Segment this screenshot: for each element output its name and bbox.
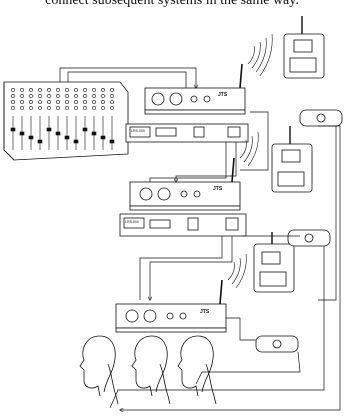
mixer-knob xyxy=(65,88,69,92)
brand-label-2: JTS xyxy=(213,186,223,192)
beltpack-2 xyxy=(287,229,331,247)
mixer-channel-strip xyxy=(19,88,25,150)
mixer-fader-cap xyxy=(100,135,106,140)
mixer-knob xyxy=(56,88,60,92)
mixer-knob xyxy=(92,94,96,98)
brand-label-1: JTS xyxy=(218,92,228,98)
mixer-knob xyxy=(110,106,114,110)
mixer-knob xyxy=(20,94,24,98)
mixer-channel-strip xyxy=(10,88,16,150)
mixer-fader-cap xyxy=(37,139,43,144)
mixer-knob xyxy=(110,94,114,98)
mixer-knob xyxy=(47,100,51,104)
bodypack-receiver-1 xyxy=(283,16,325,79)
mixer-knob xyxy=(101,94,105,98)
mixer-knob xyxy=(65,100,69,104)
mixer-knob xyxy=(20,100,24,104)
mixer-fader-cap xyxy=(46,127,52,132)
brand-label-3: JTS xyxy=(200,309,210,315)
mixer-knob xyxy=(92,106,96,110)
mixer-knob xyxy=(29,88,33,92)
mixer-knob xyxy=(38,88,42,92)
mixer-knob xyxy=(29,106,33,110)
mixer-fader-cap xyxy=(82,127,88,132)
mixer-channel-strip xyxy=(64,88,70,150)
mixer-knob xyxy=(47,94,51,98)
mixer-fader-cap xyxy=(64,135,70,140)
mixer-knob xyxy=(92,88,96,92)
mixer-knob xyxy=(11,88,15,92)
cables xyxy=(59,67,341,410)
mixer-knob xyxy=(29,94,33,98)
mixer-knob xyxy=(47,106,51,110)
mixer-channel-strip xyxy=(109,88,115,150)
mixer-channel-strip xyxy=(28,88,34,150)
mixer-knob xyxy=(101,100,105,104)
receiver-model-label-1: LRS-000 xyxy=(131,129,145,133)
mixer-fader-cap xyxy=(73,139,79,144)
mixer-knob xyxy=(74,106,78,110)
mixer-fader-cap xyxy=(10,127,16,132)
mixer-knob xyxy=(47,88,51,92)
listener-heads xyxy=(79,335,217,405)
transmitter-unit-3: JTS xyxy=(115,279,227,333)
receiver-unit-1: LRS-000 xyxy=(125,123,249,143)
mixer-knob xyxy=(74,100,78,104)
transmitter-unit-2: JTS xyxy=(129,157,241,211)
mixer-knob xyxy=(11,106,15,110)
mixer-knob xyxy=(83,94,87,98)
caption-text: connect subsequent systems in the same w… xyxy=(45,0,299,8)
transmitter-unit-1: JTS xyxy=(144,63,246,115)
mixer-knob xyxy=(29,100,33,104)
mixer-fader-cap xyxy=(109,139,115,144)
mixer-knob xyxy=(11,94,15,98)
mixer-channel-strip xyxy=(46,88,52,150)
radio-waves xyxy=(227,33,273,289)
mixer-knob xyxy=(38,100,42,104)
mixer-knob xyxy=(56,106,60,110)
mixer-knob xyxy=(92,100,96,104)
mixer-console xyxy=(3,81,129,161)
beltpack-3 xyxy=(255,335,299,353)
mixer-channel-strip xyxy=(100,88,106,150)
mixer-knob xyxy=(74,94,78,98)
mixer-knob xyxy=(101,88,105,92)
mixer-channel-strip xyxy=(55,88,61,150)
mixer-knob xyxy=(74,88,78,92)
mixer-fader-cap xyxy=(55,131,61,136)
mixer-channel-strip xyxy=(91,88,97,150)
receiver-unit-2: LRS-000 xyxy=(119,213,247,237)
mixer-knob xyxy=(110,88,114,92)
mixer-fader-cap xyxy=(28,135,34,140)
mixer-channel-strip xyxy=(82,88,88,150)
mixer-knob xyxy=(38,106,42,110)
beltpack-1 xyxy=(299,109,343,127)
mixer-channel-strip xyxy=(73,88,79,150)
mixer-knob xyxy=(101,106,105,110)
mixer-fader-cap xyxy=(19,131,25,136)
mixer-knob xyxy=(83,100,87,104)
mixer-knob xyxy=(20,106,24,110)
mixer-knob xyxy=(65,106,69,110)
mixer-knob xyxy=(20,88,24,92)
receiver-model-label-2: LRS-000 xyxy=(125,220,139,224)
mixer-channel-strip xyxy=(37,88,43,150)
mixer-knob xyxy=(83,88,87,92)
bodypack-receiver-2 xyxy=(271,126,313,193)
mixer-knob xyxy=(83,106,87,110)
bodypack-receiver-3 xyxy=(253,232,295,293)
mixer-fader-cap xyxy=(91,131,97,136)
mixer-knob xyxy=(38,94,42,98)
mixer-knob xyxy=(11,100,15,104)
mixer-knob xyxy=(65,94,69,98)
mixer-knob xyxy=(56,94,60,98)
mixer-knob xyxy=(56,100,60,104)
mixer-knob xyxy=(110,100,114,104)
